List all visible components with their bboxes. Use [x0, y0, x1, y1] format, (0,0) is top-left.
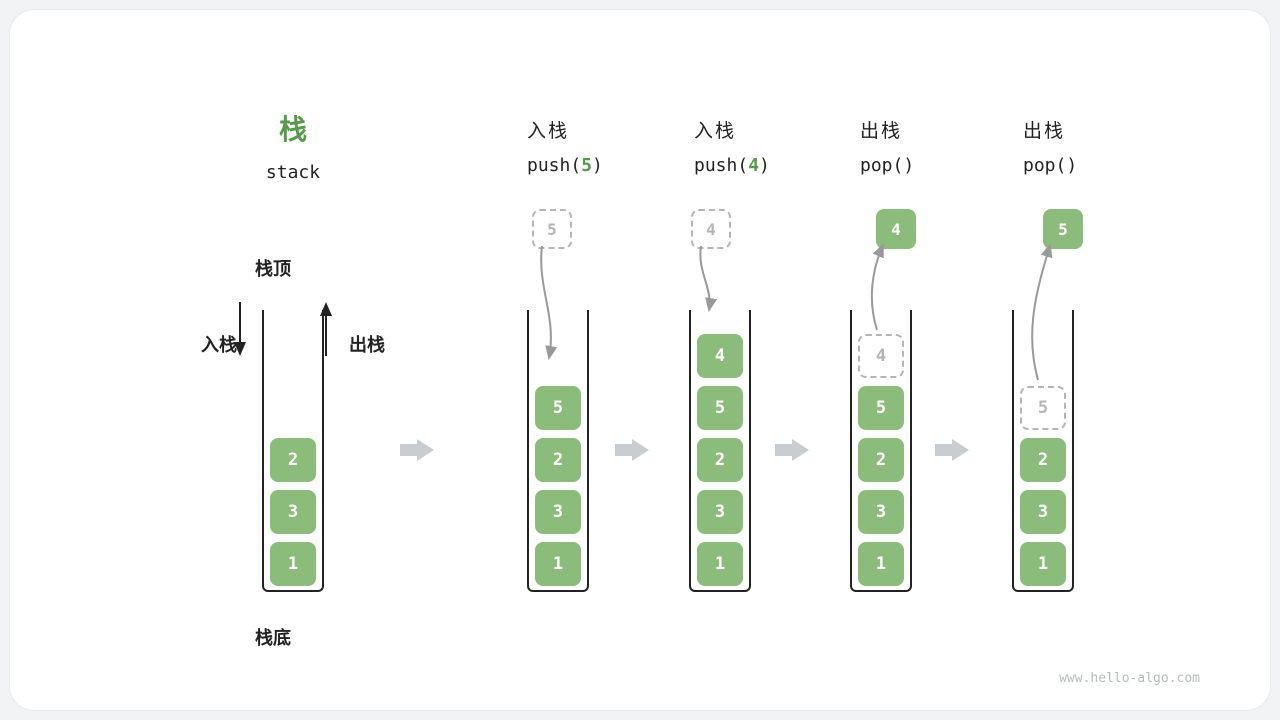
stack-pop-5: 5 2 3 1	[1012, 310, 1074, 592]
title-zh: 栈	[278, 114, 307, 145]
stack-cell: 1	[858, 542, 904, 586]
stack-cell: 5	[858, 386, 904, 430]
op-label: 入栈	[527, 121, 570, 142]
stack-pop-4: 4 5 2 3 1	[850, 310, 912, 592]
op-code: pop()	[1023, 155, 1077, 176]
stack-cell: 3	[535, 490, 581, 534]
stack-cell: 4	[697, 334, 743, 378]
stack-cell: 2	[858, 438, 904, 482]
stack-cell: 3	[1020, 490, 1066, 534]
stack-cell: 5	[697, 386, 743, 430]
code-fn: pop(	[1023, 155, 1067, 176]
stack-cell: 3	[697, 490, 743, 534]
stack-cell: 1	[270, 542, 316, 586]
stack-cell: 2	[535, 438, 581, 482]
stack-cell: 3	[270, 490, 316, 534]
code-end: )	[592, 155, 603, 176]
code-end: )	[1066, 155, 1078, 176]
code-fn: pop(	[860, 155, 904, 176]
op-header-push-4: 入栈 push(4)	[694, 116, 770, 176]
op-code: pop()	[860, 155, 914, 176]
op-header-pop-1: 出栈 pop()	[860, 116, 914, 176]
floating-value-push-5: 5	[532, 209, 572, 249]
stack-cell: 1	[1020, 542, 1066, 586]
pop-side-label: 出栈	[349, 335, 385, 355]
stack-cell-removed: 4	[858, 334, 904, 378]
stack-after-push-4: 4 5 2 3 1	[689, 310, 751, 592]
stack-cell: 2	[697, 438, 743, 482]
stack-cell: 3	[858, 490, 904, 534]
code-end: )	[903, 155, 915, 176]
stack-bottom-label: 栈底	[255, 628, 291, 648]
stack-top-label: 栈顶	[255, 259, 291, 279]
floating-value-push-4: 4	[691, 209, 731, 249]
code-arg: 5	[581, 155, 593, 176]
stack-cell: 2	[270, 438, 316, 482]
op-header-pop-2: 出栈 pop()	[1023, 116, 1077, 176]
title-en: stack	[265, 162, 321, 183]
code-end: )	[759, 155, 770, 176]
stack-cell: 1	[697, 542, 743, 586]
stack-initial: 2 3 1	[262, 310, 324, 592]
stack-cell: 5	[535, 386, 581, 430]
code-fn: push(	[694, 155, 749, 176]
op-code: push(4)	[694, 155, 770, 176]
floating-value-pop-5: 5	[1043, 209, 1083, 249]
code-arg: 4	[748, 155, 760, 176]
stack-after-push-5: 5 2 3 1	[527, 310, 589, 592]
diagram-card: 栈 stack 入栈 push(5) 入栈 push(4) 出栈 pop() 出…	[10, 10, 1270, 710]
stack-cell: 1	[535, 542, 581, 586]
floating-value-pop-4: 4	[876, 209, 916, 249]
op-code: push(5)	[527, 155, 603, 176]
diagram-title: 栈 stack	[223, 108, 363, 183]
watermark: www.hello-algo.com	[1059, 671, 1200, 686]
code-fn: push(	[527, 155, 582, 176]
push-side-label: 入栈	[201, 335, 237, 355]
op-label: 出栈	[860, 121, 903, 142]
op-label: 入栈	[694, 121, 737, 142]
op-header-push-5: 入栈 push(5)	[527, 116, 603, 176]
stack-cell-removed: 5	[1020, 386, 1066, 430]
op-label: 出栈	[1023, 121, 1066, 142]
stack-cell: 2	[1020, 438, 1066, 482]
